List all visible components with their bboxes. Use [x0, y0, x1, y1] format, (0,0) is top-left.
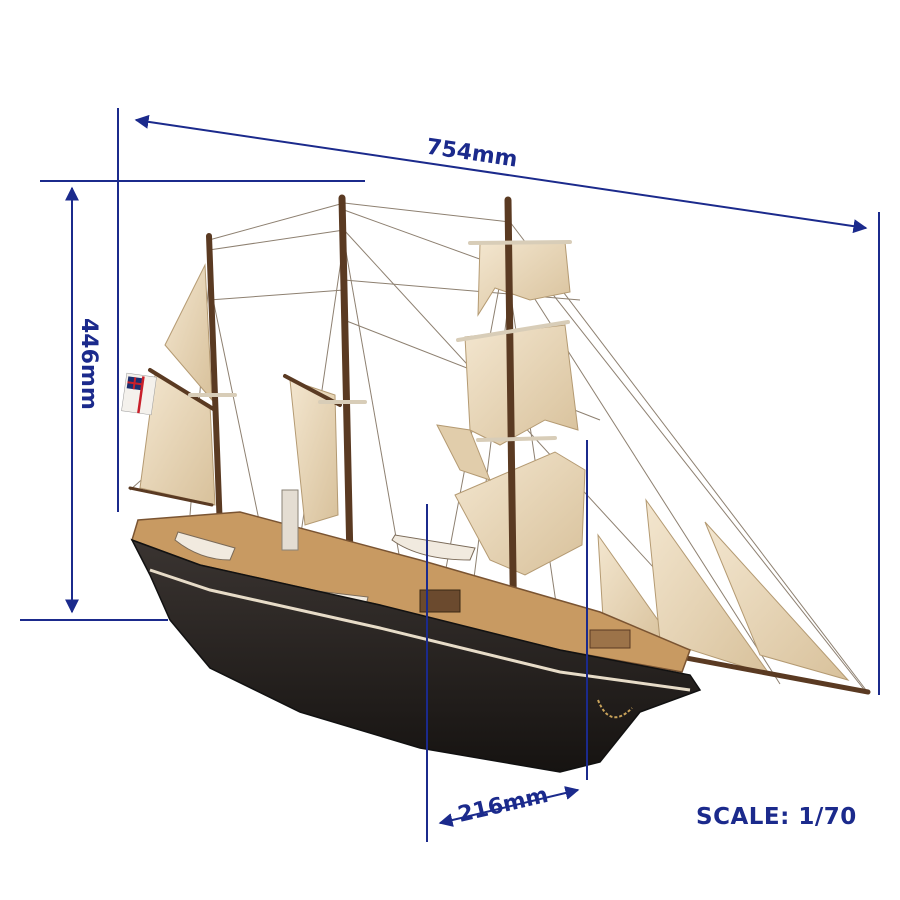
hull	[130, 538, 702, 773]
dimension-lines	[20, 108, 880, 842]
beam-label: 216mm	[456, 783, 551, 828]
height-label: 446mm	[76, 318, 101, 410]
beam-arrow	[438, 786, 580, 827]
ship-model	[121, 194, 871, 773]
flag	[121, 372, 157, 416]
length-arrow	[134, 114, 868, 234]
length-label: 754mm	[425, 135, 519, 173]
anchor-chain	[597, 699, 633, 719]
scale-label: SCALE: 1/70	[696, 804, 857, 830]
hull-stripe	[149, 568, 691, 692]
